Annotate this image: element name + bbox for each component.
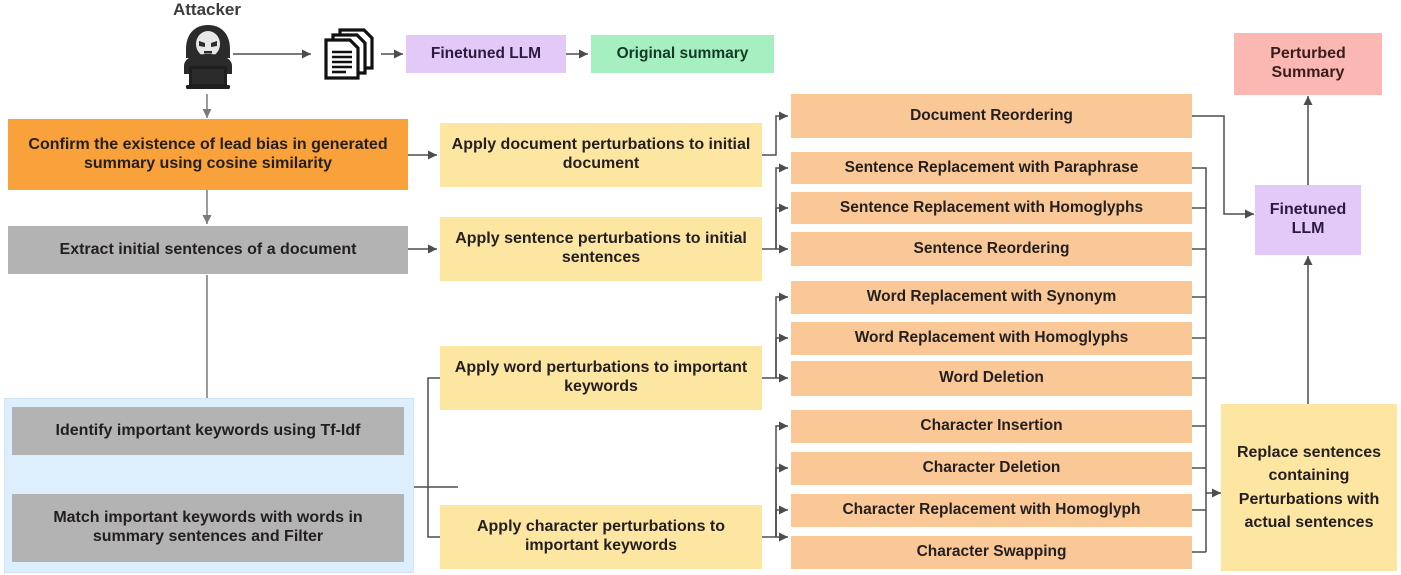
node-word-replacement-homoglyphs[interactable]: Word Replacement with Homoglyphs: [791, 322, 1192, 355]
node-apply-character-perturbations[interactable]: Apply character perturbations to importa…: [440, 505, 762, 569]
node-sentence-replacement-homoglyphs[interactable]: Sentence Replacement with Homoglyphs: [791, 192, 1192, 224]
node-identify-keywords[interactable]: Identify important keywords using Tf-Idf: [12, 407, 404, 455]
node-original-summary[interactable]: Original summary: [591, 35, 774, 73]
attacker-label: Attacker: [172, 0, 242, 19]
node-word-deletion[interactable]: Word Deletion: [791, 361, 1192, 396]
node-character-swapping[interactable]: Character Swapping: [791, 536, 1192, 569]
node-perturbed-summary[interactable]: Perturbed Summary: [1234, 33, 1382, 95]
node-character-insertion[interactable]: Character Insertion: [791, 410, 1192, 443]
attacker-hacker-icon: [184, 25, 232, 89]
node-sentence-replacement-paraphrase[interactable]: Sentence Replacement with Paraphrase: [791, 152, 1192, 184]
node-document-reordering[interactable]: Document Reordering: [791, 94, 1192, 138]
node-character-deletion[interactable]: Character Deletion: [791, 452, 1192, 485]
node-apply-sentence-perturbations[interactable]: Apply sentence perturbations to initial …: [440, 217, 762, 281]
node-sentence-reordering[interactable]: Sentence Reordering: [791, 232, 1192, 266]
node-word-replacement-synonym[interactable]: Word Replacement with Synonym: [791, 281, 1192, 314]
node-apply-document-perturbations[interactable]: Apply document perturbations to initial …: [440, 123, 762, 187]
node-extract-initial-sentences[interactable]: Extract initial sentences of a document: [8, 226, 408, 274]
node-finetuned-llm-top[interactable]: Finetuned LLM: [406, 35, 566, 73]
node-finetuned-llm-right[interactable]: Finetuned LLM: [1255, 185, 1361, 255]
node-apply-word-perturbations[interactable]: Apply word perturbations to important ke…: [440, 346, 762, 410]
node-replace-sentences[interactable]: Replace sentences containing Perturbatio…: [1221, 404, 1397, 571]
stacked-documents-icon: [324, 28, 374, 80]
node-confirm-lead-bias[interactable]: Confirm the existence of lead bias in ge…: [8, 119, 408, 190]
node-character-replacement-homoglyph[interactable]: Character Replacement with Homoglyph: [791, 494, 1192, 527]
node-match-keywords[interactable]: Match important keywords with words in s…: [12, 494, 404, 562]
